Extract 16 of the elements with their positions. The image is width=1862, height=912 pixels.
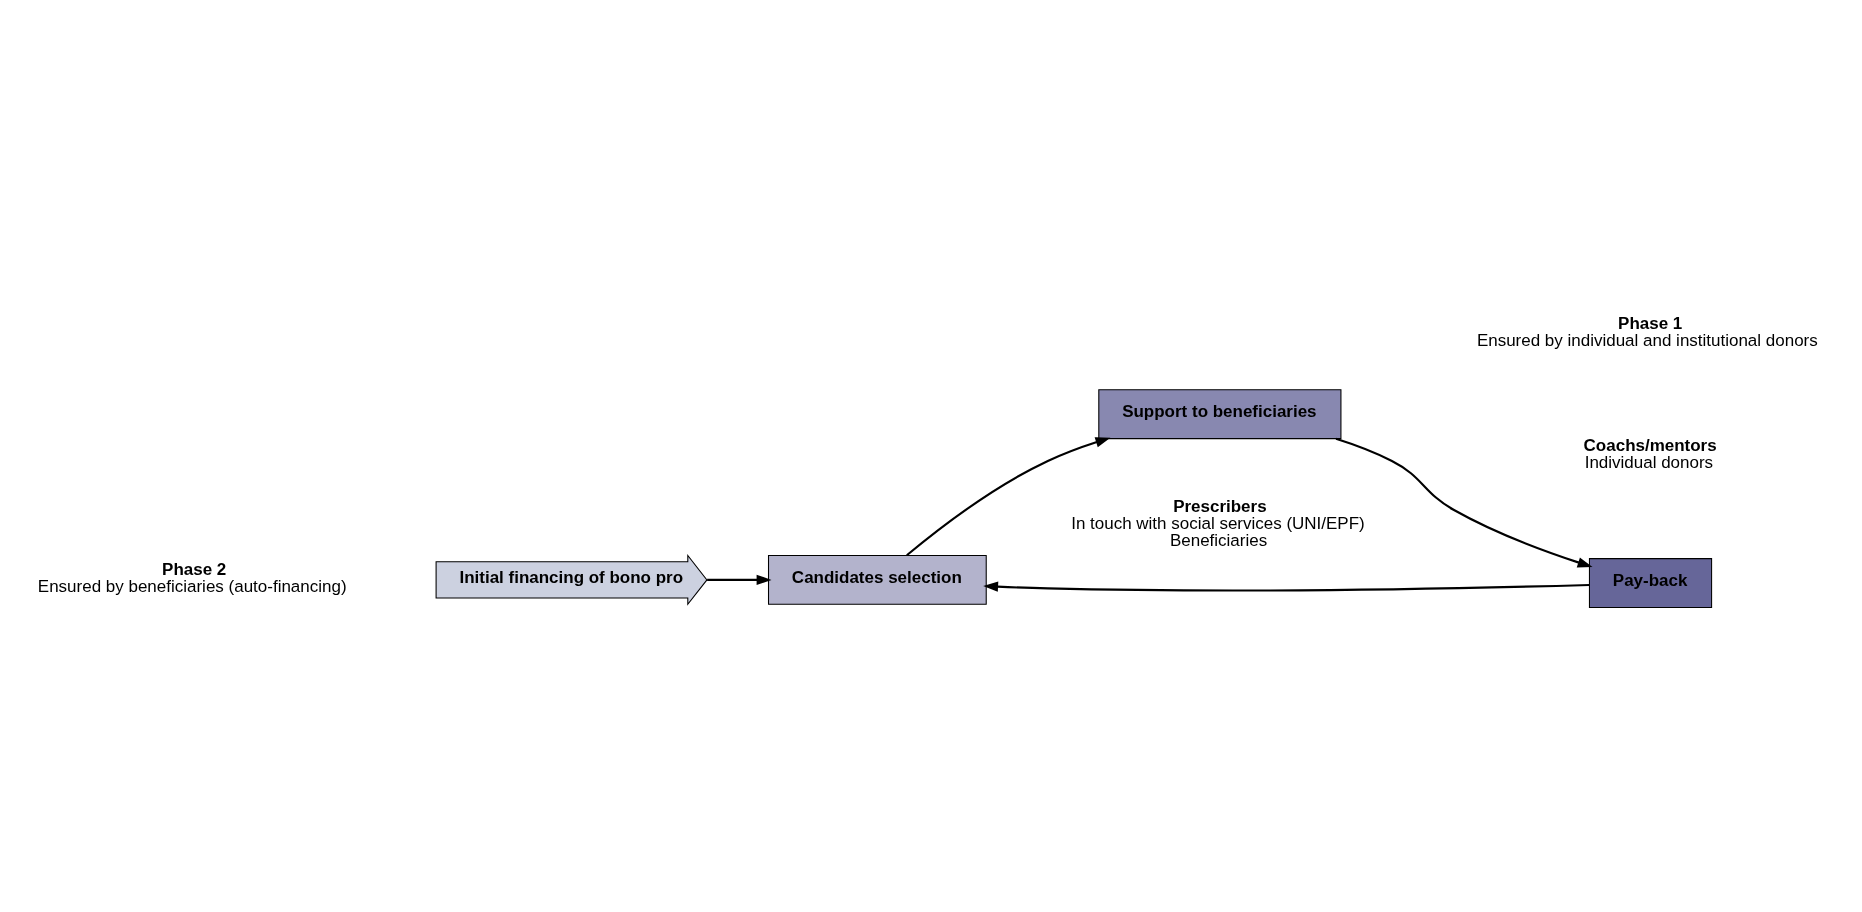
arrow — [1335, 437, 1593, 567]
arrow — [983, 580, 1590, 592]
label: Ensured by beneficiaries (auto-financing) — [37, 576, 347, 596]
arrow — [906, 436, 1111, 556]
label: Phase 1 — [1618, 313, 1683, 333]
arrow — [707, 574, 772, 585]
label: Beneficiaries — [1169, 530, 1268, 550]
node-box: Candidates selection — [768, 554, 987, 605]
label: Phase 2 — [162, 559, 227, 579]
label: Ensured by individual and institutional donors — [1476, 330, 1818, 350]
label: In touch with social services (UNI/EPF) — [1071, 513, 1365, 533]
label: Individual donors — [1584, 452, 1714, 472]
node-box: Support to beneficiaries — [1098, 388, 1342, 439]
label: Prescribers — [1173, 496, 1267, 516]
node-box: Pay-back — [1588, 557, 1713, 608]
label: Coachs/mentors — [1583, 435, 1717, 455]
